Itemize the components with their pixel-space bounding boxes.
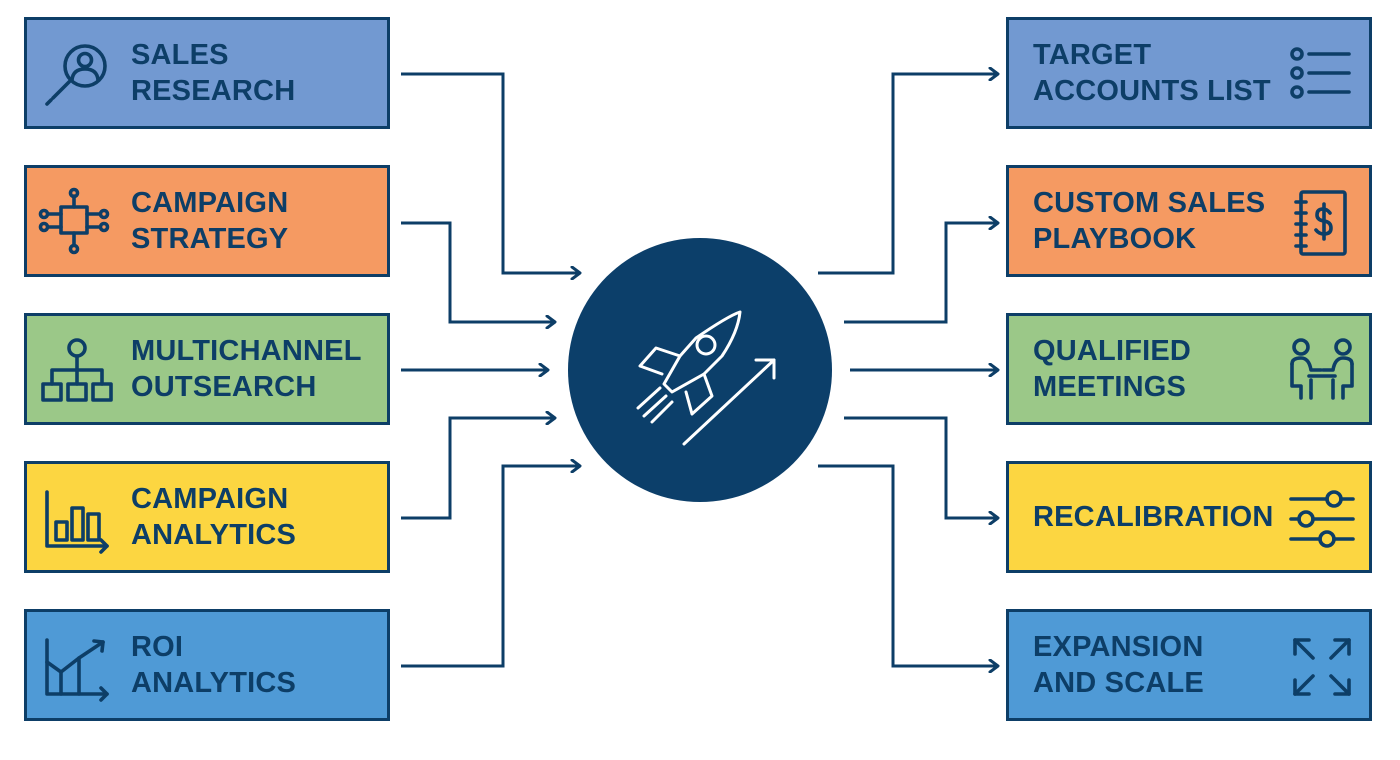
output-label: RECALIBRATION	[1033, 501, 1274, 533]
expand-arrows-icon	[1287, 632, 1357, 702]
connector-recalibration	[844, 416, 998, 518]
output-label: QUALIFIED MEETINGS	[1033, 335, 1192, 403]
output-label: EXPANSION AND SCALE	[1033, 631, 1204, 699]
output-label: CUSTOM SALES PLAYBOOK	[1033, 187, 1266, 255]
hub-circle	[568, 238, 832, 502]
input-box-campaign-analytics: CAMPAIGN ANALYTICS	[24, 461, 390, 573]
connector-campaign-strategy	[401, 221, 555, 322]
connector-custom-sales-playbook	[844, 223, 998, 324]
input-label: CAMPAIGN STRATEGY	[131, 187, 289, 255]
output-box-target-accounts-list: TARGET ACCOUNTS LIST	[1006, 17, 1372, 129]
output-label: TARGET ACCOUNTS LIST	[1033, 39, 1271, 107]
input-label: SALES RESEARCH	[131, 39, 296, 107]
org-chart-icon	[39, 336, 115, 406]
input-label: MULTICHANNEL OUTSEARCH	[131, 335, 362, 403]
input-box-roi-analytics: ROI ANALYTICS	[24, 609, 390, 721]
output-box-expansion-and-scale: EXPANSION AND SCALE	[1006, 609, 1372, 721]
dollar-notebook-icon	[1287, 188, 1357, 258]
input-box-multichannel-outsearch: MULTICHANNEL OUTSEARCH	[24, 313, 390, 425]
bullet-list-icon	[1287, 40, 1357, 110]
growth-chart-icon	[39, 632, 115, 702]
sliders-icon	[1287, 484, 1357, 554]
connector-target-accounts-list	[818, 74, 998, 275]
rocket-growth-icon	[636, 310, 776, 446]
bar-chart-icon	[39, 484, 115, 554]
connector-expansion-and-scale	[818, 464, 998, 666]
meeting-people-icon	[1287, 336, 1357, 406]
input-label: ROI ANALYTICS	[131, 631, 297, 699]
output-box-custom-sales-playbook: CUSTOM SALES PLAYBOOK	[1006, 165, 1372, 277]
connector-roi-analytics	[401, 466, 580, 668]
network-nodes-icon	[38, 187, 115, 258]
connector-sales-research	[401, 72, 580, 273]
input-box-campaign-strategy: CAMPAIGN STRATEGY	[24, 165, 390, 277]
connector-campaign-analytics	[401, 418, 555, 520]
input-box-sales-research: SALES RESEARCH	[24, 17, 390, 129]
magnifier-person-icon	[39, 40, 115, 110]
output-box-recalibration: RECALIBRATION	[1006, 461, 1372, 573]
output-box-qualified-meetings: QUALIFIED MEETINGS	[1006, 313, 1372, 425]
input-label: CAMPAIGN ANALYTICS	[131, 483, 297, 551]
